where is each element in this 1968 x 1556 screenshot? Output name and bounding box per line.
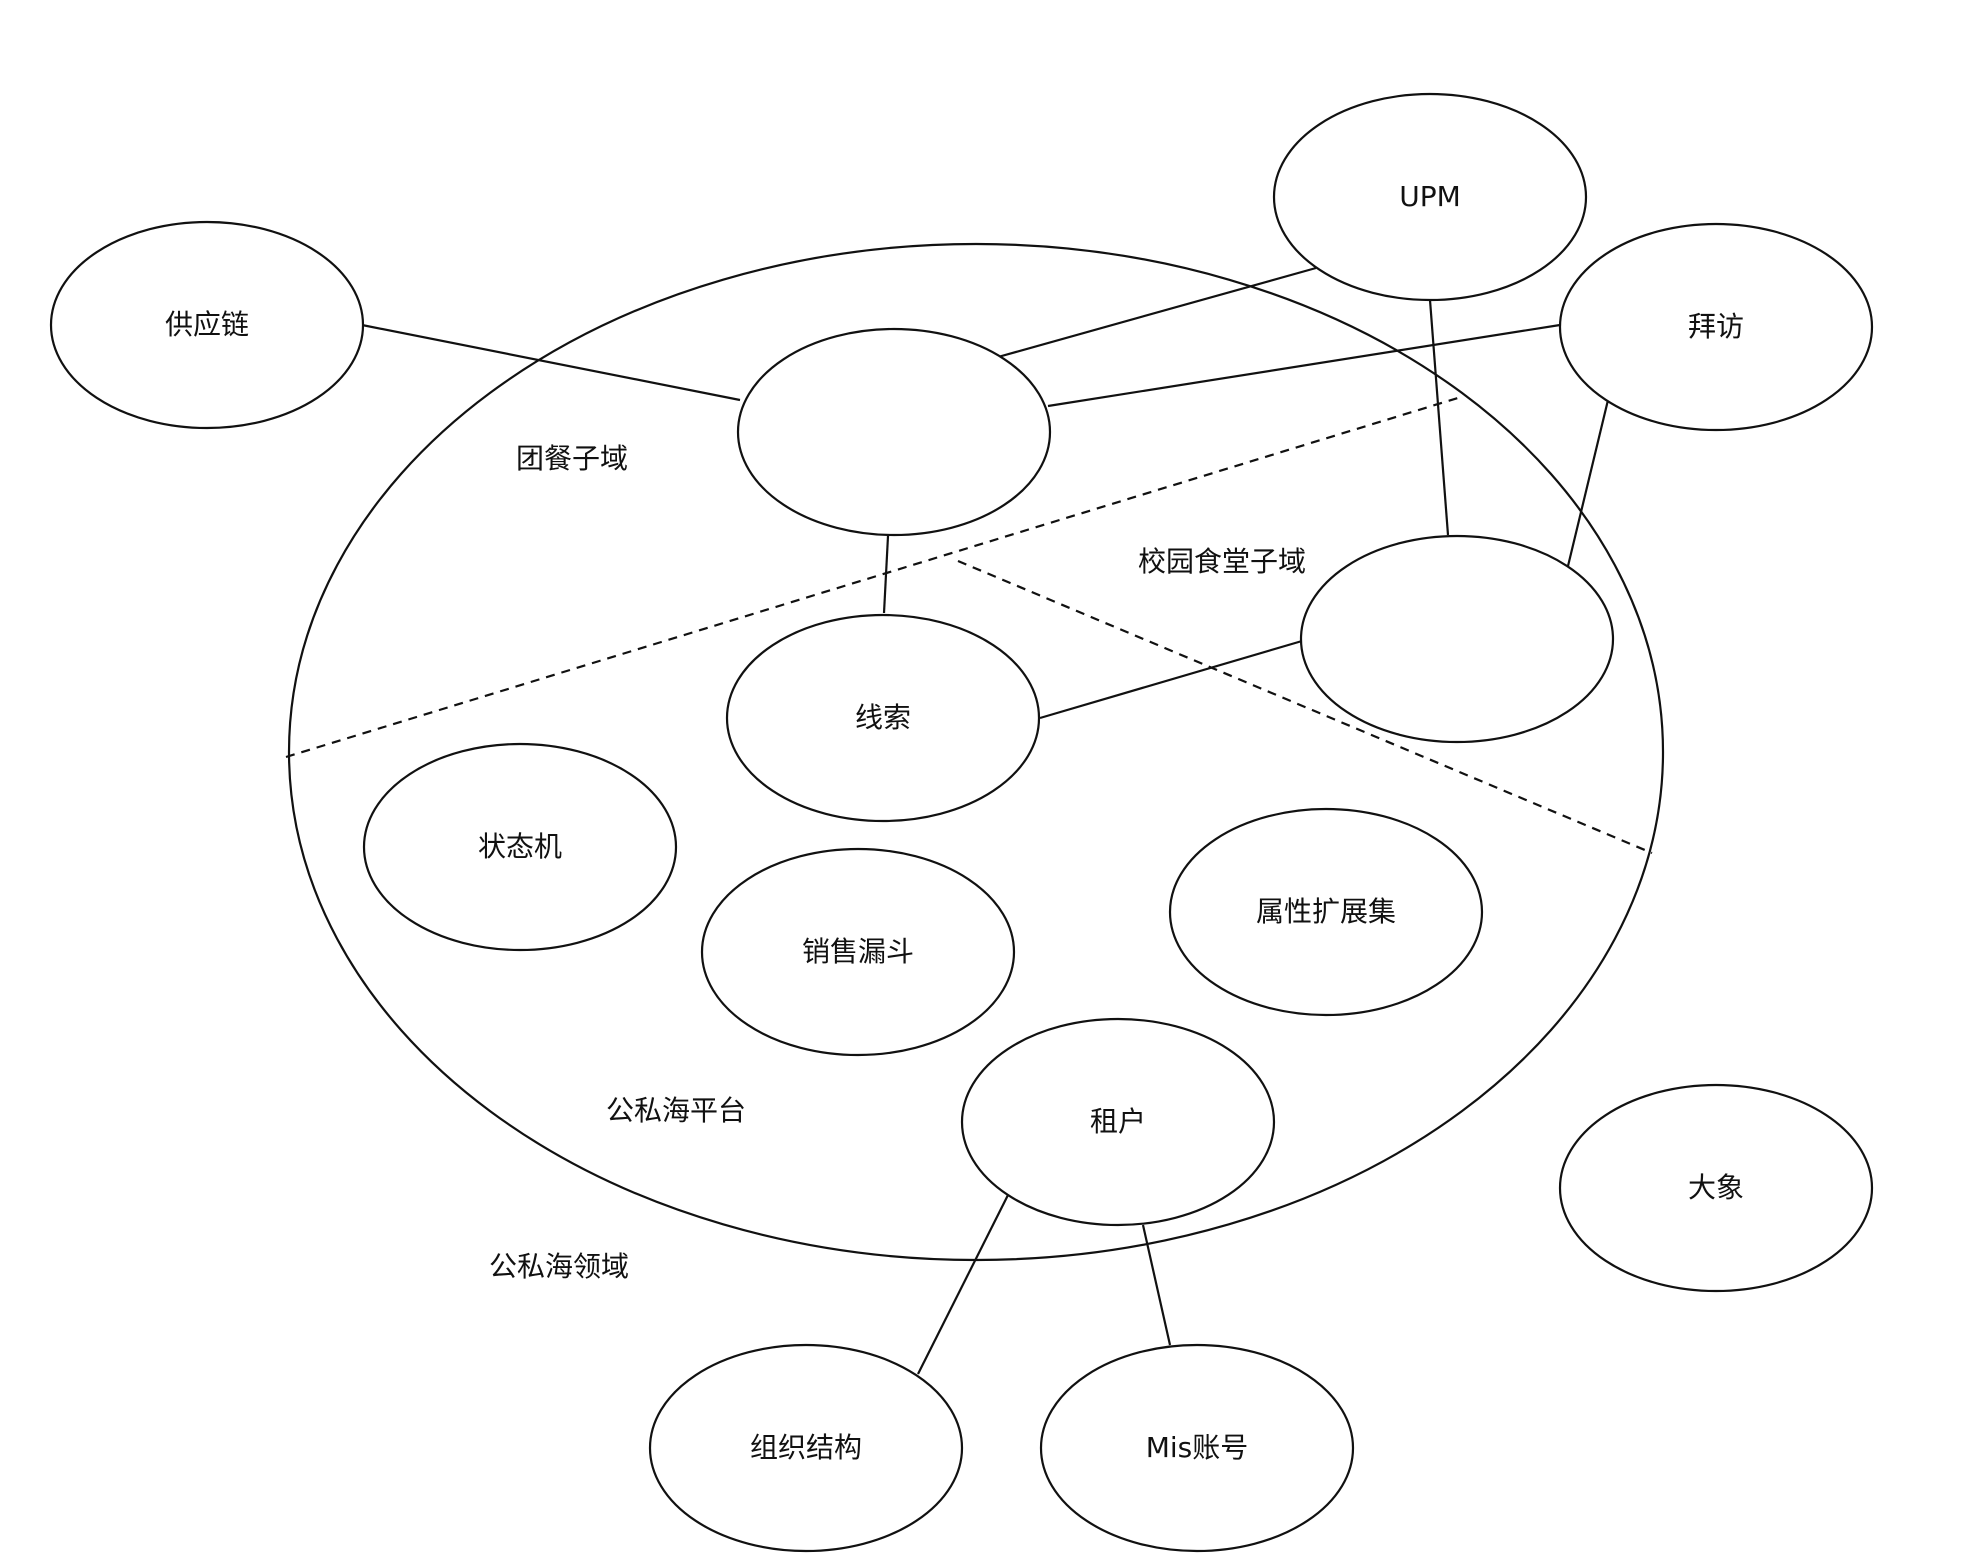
node-clue-label: 线索 bbox=[855, 701, 911, 734]
label-platform: 公私海平台 bbox=[606, 1094, 746, 1127]
node-elephant-label: 大象 bbox=[1688, 1171, 1744, 1204]
node-visit: 拜访 bbox=[1558, 222, 1874, 432]
node-sales-funnel-ellipse bbox=[700, 847, 1016, 1057]
link-tenant-org-structure bbox=[917, 1194, 1009, 1375]
node-org-structure-label: 组织结构 bbox=[750, 1431, 862, 1464]
node-tenant: 租户 bbox=[960, 1017, 1276, 1227]
node-supply-chain-label: 供应链 bbox=[165, 308, 249, 341]
label-group-meal-subdomain: 团餐子域 bbox=[516, 442, 628, 475]
node-attribute-extension-ellipse bbox=[1168, 807, 1484, 1017]
link-supply-chain-group-center bbox=[361, 323, 741, 402]
node-clue: 线索 bbox=[725, 613, 1041, 823]
link-upm-group-center bbox=[997, 266, 1317, 359]
link-campus-center-clue bbox=[1039, 639, 1303, 720]
node-supply-chain-ellipse bbox=[49, 220, 365, 430]
node-upm-ellipse bbox=[1272, 92, 1588, 302]
label-domain: 公私海领域 bbox=[489, 1250, 629, 1283]
node-sales-funnel-label: 销售漏斗 bbox=[802, 935, 914, 968]
node-campus-center bbox=[1299, 534, 1615, 744]
node-visit-label: 拜访 bbox=[1688, 310, 1744, 343]
node-mis-account-label: Mis账号 bbox=[1146, 1431, 1249, 1464]
node-org-structure-ellipse bbox=[648, 1343, 964, 1553]
label-campus-canteen-subdomain: 校园食堂子域 bbox=[1138, 545, 1306, 578]
subdomain-divider-lower bbox=[957, 559, 1653, 855]
node-state-machine-label: 状态机 bbox=[478, 830, 562, 863]
node-group-meal-center bbox=[736, 327, 1052, 537]
node-upm: UPM bbox=[1272, 92, 1588, 302]
node-visit-ellipse bbox=[1558, 222, 1874, 432]
node-state-machine-ellipse bbox=[362, 742, 678, 952]
node-group-meal-center-ellipse bbox=[736, 327, 1052, 537]
link-visit-campus-center bbox=[1566, 399, 1610, 567]
link-visit-group-center bbox=[1047, 323, 1561, 408]
link-upm-campus-center bbox=[1428, 299, 1450, 536]
node-sales-funnel: 销售漏斗 bbox=[700, 847, 1016, 1057]
node-clue-ellipse bbox=[725, 613, 1041, 823]
node-tenant-label: 租户 bbox=[1090, 1105, 1146, 1138]
node-upm-label: UPM bbox=[1399, 180, 1461, 213]
node-tenant-ellipse bbox=[960, 1017, 1276, 1227]
node-attribute-extension: 属性扩展集 bbox=[1168, 807, 1484, 1017]
node-state-machine: 状态机 bbox=[362, 742, 678, 952]
node-mis-account-ellipse bbox=[1039, 1343, 1355, 1553]
node-elephant: 大象 bbox=[1558, 1083, 1874, 1293]
node-org-structure: 组织结构 bbox=[648, 1343, 964, 1553]
node-supply-chain: 供应链 bbox=[49, 220, 365, 430]
link-tenant-mis-account bbox=[1141, 1224, 1172, 1346]
node-elephant-ellipse bbox=[1558, 1083, 1874, 1293]
node-attribute-extension-label: 属性扩展集 bbox=[1256, 895, 1396, 928]
node-campus-center-ellipse bbox=[1299, 534, 1615, 744]
node-mis-account: Mis账号 bbox=[1039, 1343, 1355, 1553]
subdomain-divider-upper bbox=[285, 395, 1462, 759]
link-group-center-clue bbox=[882, 535, 890, 614]
